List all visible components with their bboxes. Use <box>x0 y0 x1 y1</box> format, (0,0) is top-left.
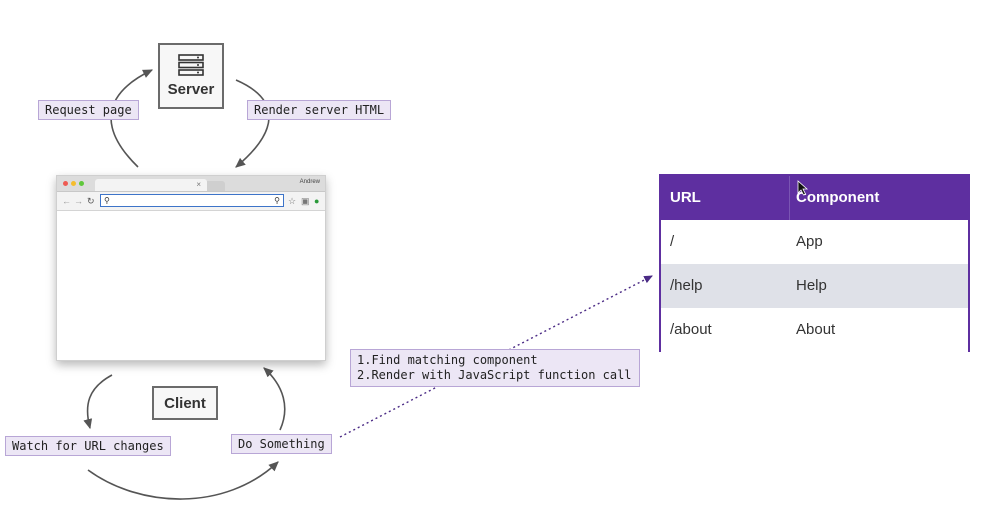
row-component: Help <box>796 277 827 294</box>
browser-viewport <box>57 211 325 360</box>
table-row: / App <box>661 220 968 264</box>
server-label: Server <box>167 81 215 98</box>
profile-name[interactable]: Andrew <box>299 179 320 185</box>
route-table-header: URL Component <box>661 176 968 220</box>
address-bar[interactable]: ⚲ ⚲ <box>100 194 284 207</box>
bookmark-star-icon[interactable]: ☆ <box>288 196 297 206</box>
forward-icon[interactable]: → <box>74 196 83 206</box>
maximize-window-dot[interactable] <box>79 181 84 186</box>
tab-close-icon[interactable]: × <box>196 180 201 189</box>
minimize-window-dot[interactable] <box>71 181 76 186</box>
row-url: / <box>670 233 675 250</box>
close-window-dot[interactable] <box>63 181 68 186</box>
table-row: /help Help <box>661 264 968 308</box>
back-icon[interactable]: ← <box>62 196 71 206</box>
step-2: 2.Render with JavaScript function call <box>357 368 632 382</box>
header-divider <box>789 176 790 220</box>
header-url: URL <box>670 189 701 206</box>
zoom-icon[interactable]: ⚲ <box>274 196 280 205</box>
route-table: URL Component / App /help Help /about Ab… <box>659 174 970 352</box>
header-component: Component <box>796 189 880 206</box>
server-icon <box>178 54 204 76</box>
watch-url-changes-tag: Watch for URL changes <box>5 436 171 456</box>
reload-icon[interactable]: ↻ <box>87 196 95 206</box>
step-1: 1.Find matching component <box>357 353 538 367</box>
do-something-tag: Do Something <box>231 434 332 454</box>
arrow-do-to-browser <box>263 367 286 431</box>
browser-window: × Andrew ← → ↻ ⚲ ⚲ ☆ ▣ ● <box>56 175 326 361</box>
row-component: About <box>796 321 836 338</box>
render-server-html-tag: Render server HTML <box>247 100 392 120</box>
table-row: /about About <box>661 308 968 352</box>
steps-note: 1.Find matching component 2.Render with … <box>350 349 640 387</box>
mouse-cursor-icon <box>797 180 809 196</box>
search-icon: ⚲ <box>104 196 110 205</box>
row-url: /help <box>670 277 703 294</box>
client-node: Client <box>152 386 218 420</box>
browser-tab[interactable]: × <box>95 179 207 191</box>
request-page-tag: Request page <box>38 100 139 120</box>
browser-titlebar: × Andrew <box>57 176 325 192</box>
arrow-to-watch <box>83 374 113 430</box>
arrow-render-server-html <box>235 79 270 168</box>
row-url: /about <box>670 321 712 338</box>
extension-green-icon[interactable]: ● <box>314 196 320 206</box>
browser-toolbar: ← → ↻ ⚲ ⚲ ☆ ▣ ● <box>57 192 325 211</box>
row-component: App <box>796 233 823 250</box>
extension-icon[interactable]: ▣ <box>301 196 310 206</box>
client-label: Client <box>164 394 206 412</box>
new-tab-button[interactable] <box>207 181 225 191</box>
server-node: Server <box>158 43 224 109</box>
arrow-watch-to-do <box>87 461 279 500</box>
